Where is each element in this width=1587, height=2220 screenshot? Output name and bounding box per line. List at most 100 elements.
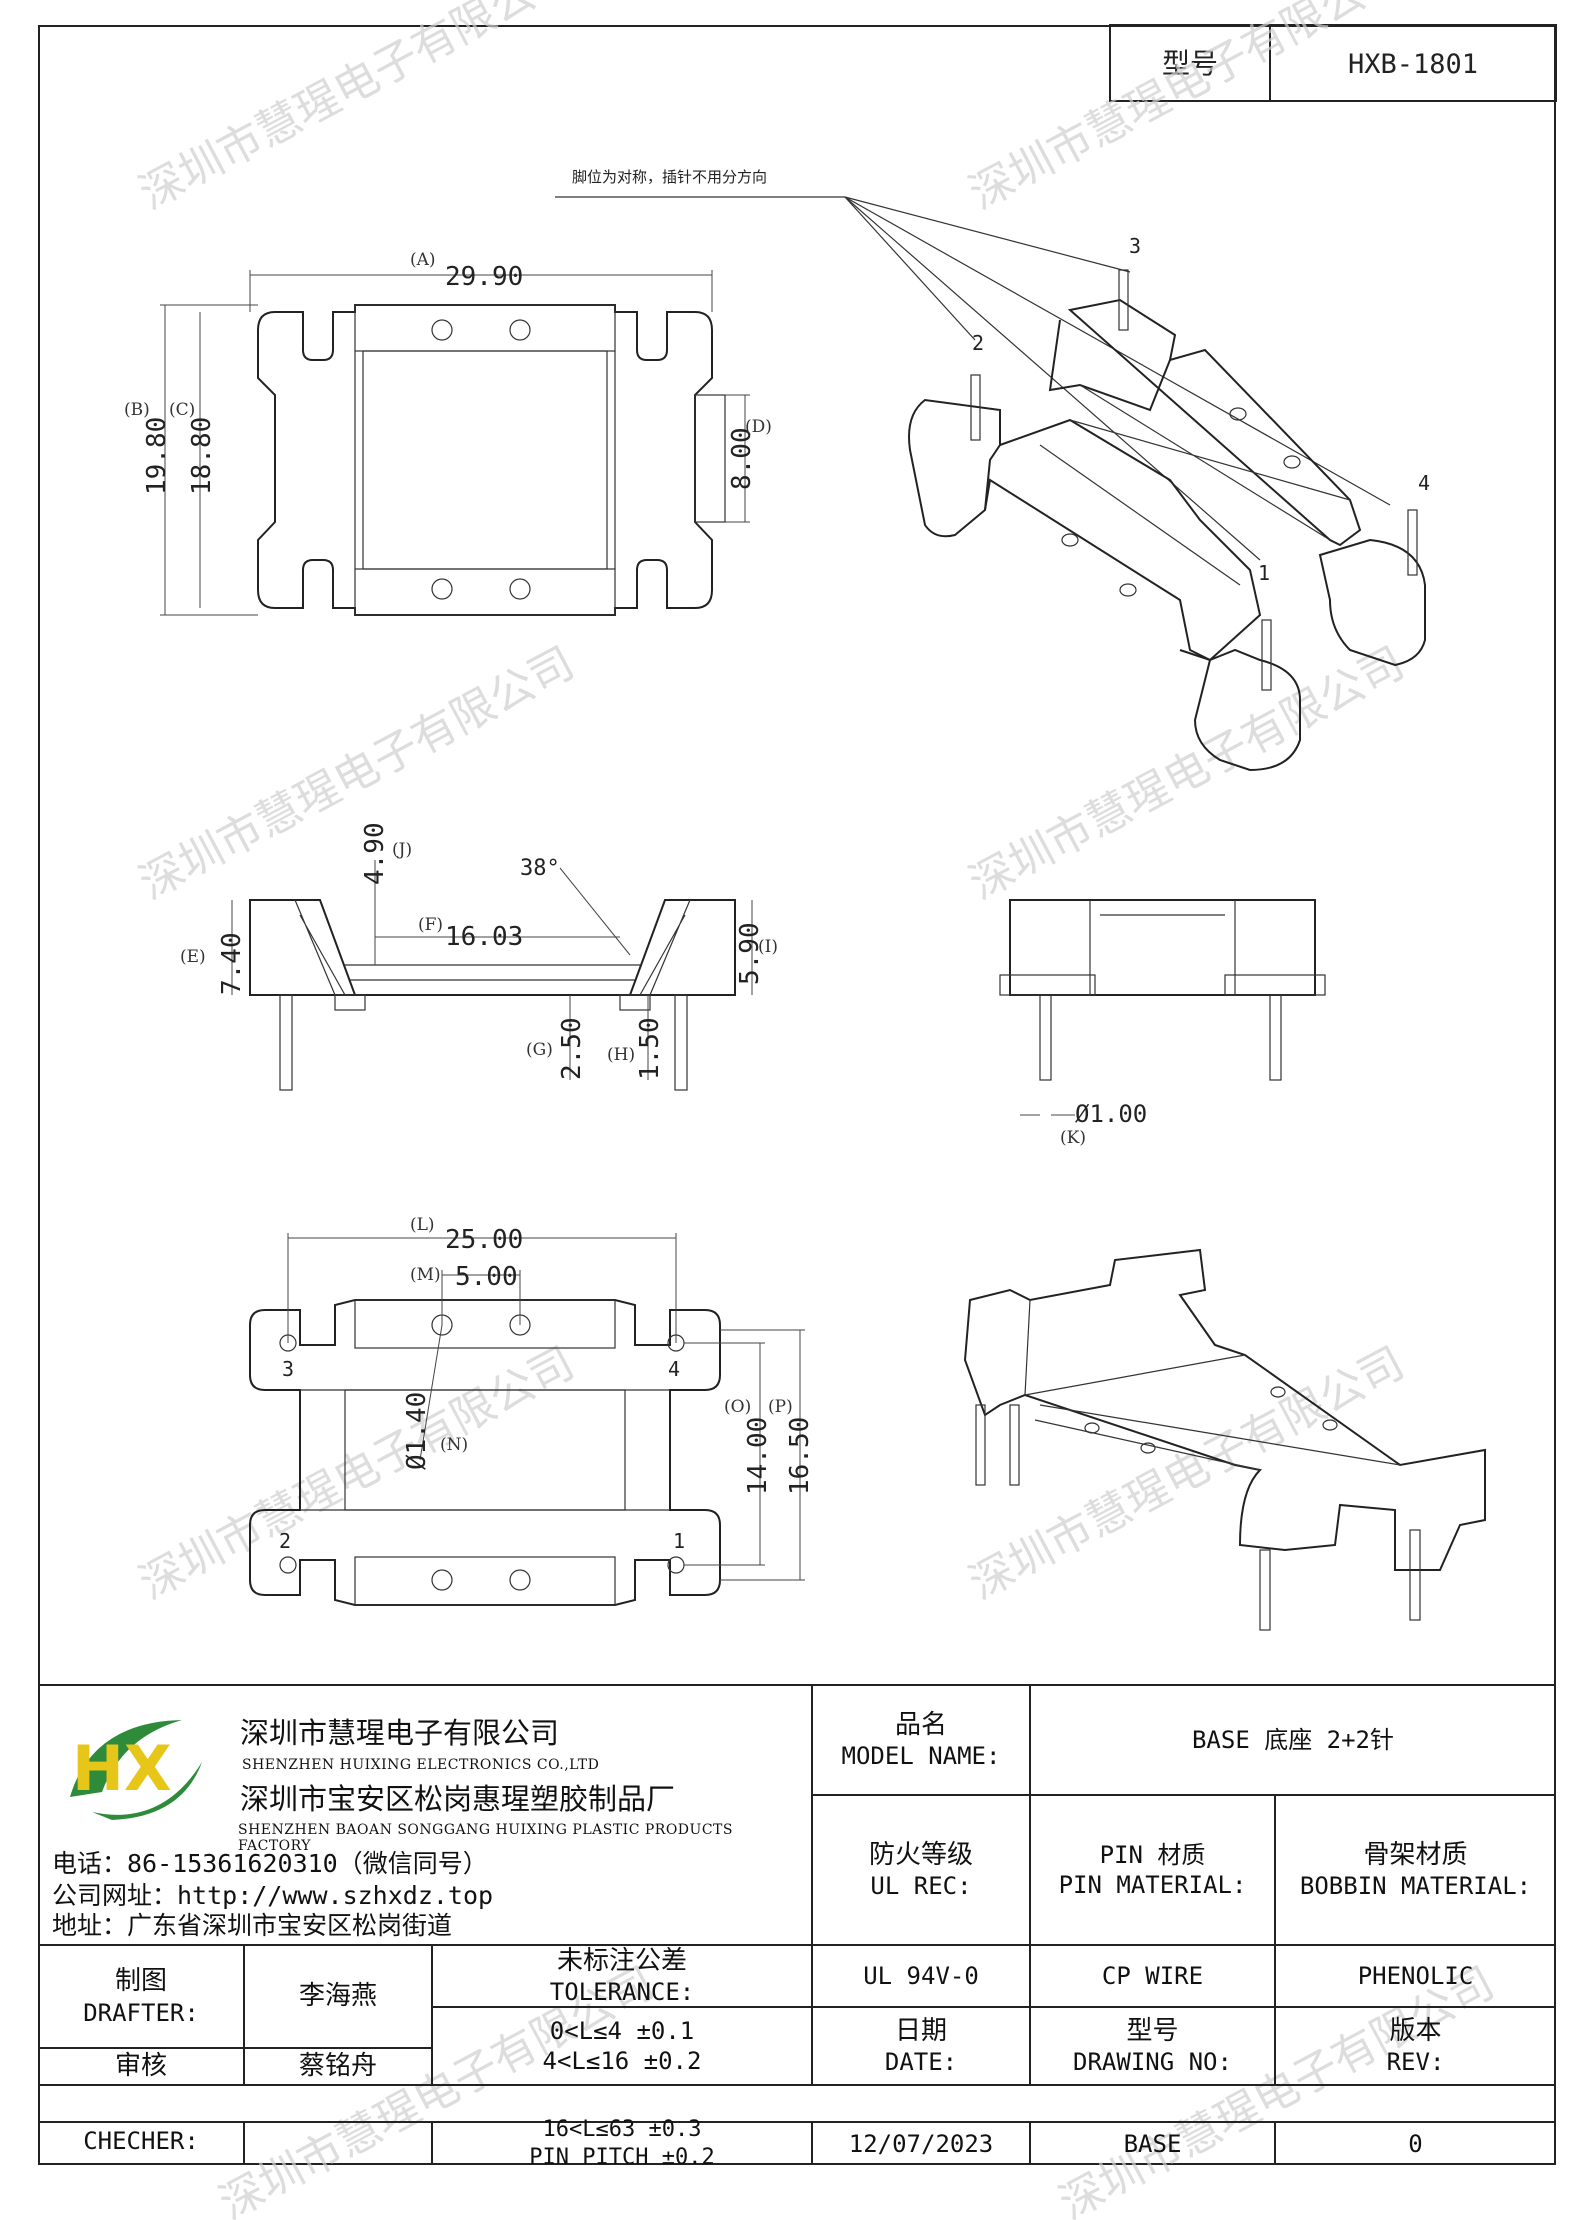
date-cn: 日期 (894, 2015, 947, 2046)
dim-D-value: 8.00 (727, 427, 757, 490)
company-name-en: SHENZHEN HUIXING ELECTRONICS CO.,LTD (242, 1757, 600, 1773)
ul-rec-en: UL REC: (870, 1872, 972, 1901)
iso-view-top: 3 2 4 1 (908, 234, 1430, 772)
dim-A-label: (A) (410, 250, 436, 270)
dim-A-value: 29.90 (445, 262, 523, 292)
date-header: 日期 DATE: (812, 2007, 1030, 2085)
pin-material-header: PIN 材质 PIN MATERIAL: (1030, 1795, 1275, 1945)
tolerance-2: 4<L≤16 ±0.2 (542, 2047, 702, 2075)
dim-H-value: 1.50 (635, 1017, 665, 1080)
model-label: 型号 (1162, 47, 1218, 80)
dim-M-value: 5.00 (455, 1262, 518, 1292)
bottom-pin-2: 2 (279, 1529, 291, 1553)
model-value: HXB-1801 (1348, 49, 1478, 80)
checker-name-text: 蔡铭舟 (298, 2051, 377, 2082)
company-website: 公司网址：http://www.szhxdz.top (52, 1881, 494, 1910)
tolerance-en: TOLERANCE: (549, 1978, 695, 2007)
factory-name-en: SHENZHEN BAOAN SONGGANG HUIXING PLASTIC … (238, 1822, 733, 1854)
checker-cn: 审核 (114, 2051, 167, 2082)
dim-G-value: 2.50 (557, 1017, 587, 1080)
date-en: DATE: (884, 2048, 958, 2077)
logo-letters: HX (72, 1732, 172, 1805)
pin-value: CP WIRE (1101, 1962, 1204, 1990)
tolerance-4: PIN PITCH ±0.2 (529, 2144, 715, 2170)
dim-N-label: (N) (440, 1435, 468, 1455)
title-block-grid (38, 1684, 1556, 2165)
drawing-no-cn: 型号 (1126, 2015, 1179, 2046)
date-value: 12/07/2023 (848, 2129, 994, 2158)
drafter-name-text: 李海燕 (298, 1981, 377, 2012)
iso-pin-3: 3 (1129, 234, 1141, 258)
drawing-no-value: BASE (1123, 2129, 1182, 2158)
dim-L-label: (L) (410, 1215, 435, 1235)
model-name-cn: 品名 (894, 1709, 947, 1740)
tolerance-rows-1: 0<L≤4 ±0.1 4<L≤16 ±0.2 (432, 2007, 812, 2085)
checker-name: 蔡铭舟 (244, 2048, 432, 2085)
company-info: HX 深圳市慧瑆电子有限公司 SHENZHEN HUIXING ELECTRON… (52, 1690, 802, 1940)
drawing-no-header: 型号 DRAWING NO: (1030, 2007, 1275, 2085)
bottom-pin-1: 1 (673, 1529, 685, 1553)
dim-P-label: (P) (768, 1397, 793, 1417)
dim-N-value: Ø1.40 (402, 1392, 432, 1470)
tolerance-cn: 未标注公差 (556, 1945, 687, 1976)
pin-material-en: PIN MATERIAL: (1058, 1871, 1247, 1899)
model-name-value: BASE 底座 2+2针 (1191, 1726, 1395, 1754)
header-model-box: 型号 HXB-1801 (1109, 24, 1557, 102)
company-address: 地址：广东省深圳市宝安区松岗街道 (52, 1911, 453, 1940)
company-phone: 电话：86-15361620310（微信同号） (52, 1849, 488, 1878)
bobbin-material-en: BOBBIN MATERIAL: (1299, 1872, 1532, 1901)
dim-G-label: (G) (526, 1040, 553, 1060)
rev-en: REV: (1386, 2048, 1445, 2077)
tolerance-header: 未标注公差 TOLERANCE: (432, 1945, 812, 2007)
drawing-no-en: DRAWING NO: (1073, 2048, 1232, 2077)
dim-J-value: 4.90 (360, 822, 390, 885)
drawing-frame (38, 25, 1556, 2165)
dim-F-value: 16.03 (445, 922, 523, 952)
checker-en-label: CHECHER: (83, 2127, 199, 2155)
watermark-3: 深圳市慧瑆电子有限公司 (131, 637, 582, 909)
company-logo: HX (70, 1720, 202, 1820)
top-view: (A) 29.90 19.80 (B) 18.80 (C) 8.00 (D) (124, 250, 772, 616)
bottom-pin-3: 3 (282, 1357, 294, 1381)
dim-E-label: (E) (180, 947, 206, 967)
pin-note: 脚位为对称，插针不用分方向 (555, 168, 1391, 561)
dim-E-value: 7.40 (217, 932, 247, 995)
dim-K-value: Ø1.00 (1075, 1100, 1147, 1128)
bobbin-value: PHENOLIC (1357, 1962, 1474, 1990)
ul-value: UL 94V-0 (863, 1962, 979, 1990)
dim-F-label: (F) (418, 915, 443, 935)
factory-name-cn: 深圳市宝安区松岗惠瑆塑胶制品厂 (240, 1782, 676, 1816)
ul-rec-header: 防火等级 UL REC: (812, 1795, 1030, 1945)
bobbin-material-header: 骨架材质 BOBBIN MATERIAL: (1275, 1795, 1556, 1945)
dim-angle: 38° (520, 856, 560, 881)
tolerance-rows-2: 16<L≤63 ±0.3 PIN PITCH ±0.2 (432, 2117, 812, 2170)
front-view: 7.40 (E) 4.90 (J) 38° (F) 16.03 5.90 (I)… (180, 822, 778, 1091)
dim-I-label: (I) (758, 937, 778, 957)
dim-D-label: (D) (745, 417, 772, 437)
rev-header: 版本 REV: (1275, 2007, 1556, 2085)
drafter-name: 李海燕 (244, 1945, 432, 2048)
bottom-view: 3 4 2 1 (L) 25.00 (M) 5.00 Ø1.40 (N) 14.… (249, 1215, 815, 1606)
dim-I-value: 5.90 (735, 922, 765, 985)
watermark-5: 深圳市慧瑆电子有限公司 (131, 1337, 582, 1609)
dim-J-label: (J) (392, 840, 412, 860)
bobbin-material-cn: 骨架材质 (1363, 1839, 1468, 1870)
watermark-4: 深圳市慧瑆电子有限公司 (961, 637, 1412, 909)
rev-value: 0 (1408, 2129, 1423, 2158)
ul-rec-cn: 防火等级 (868, 1839, 973, 1870)
iso-pin-2: 2 (972, 331, 984, 355)
iso-view-bottom (963, 1248, 1486, 1631)
watermark-6: 深圳市慧瑆电子有限公司 (961, 1337, 1412, 1609)
dim-P-value: 16.50 (785, 1417, 815, 1495)
dim-B-label: (B) (124, 400, 150, 420)
dim-O-label: (O) (724, 1397, 751, 1417)
dim-C-label: (C) (169, 400, 195, 420)
drafter-en: DRAFTER: (83, 1998, 199, 2027)
model-name-header: 品名 MODEL NAME: (812, 1685, 1030, 1795)
pin-note-text: 脚位为对称，插针不用分方向 (572, 168, 767, 186)
company-name-cn: 深圳市慧瑆电子有限公司 (240, 1716, 560, 1750)
iso-pin-4: 4 (1418, 471, 1430, 495)
dim-C-value: 18.80 (187, 417, 217, 495)
dim-O-value: 14.00 (743, 1417, 773, 1495)
tolerance-3: 16<L≤63 ±0.3 (542, 2117, 702, 2142)
